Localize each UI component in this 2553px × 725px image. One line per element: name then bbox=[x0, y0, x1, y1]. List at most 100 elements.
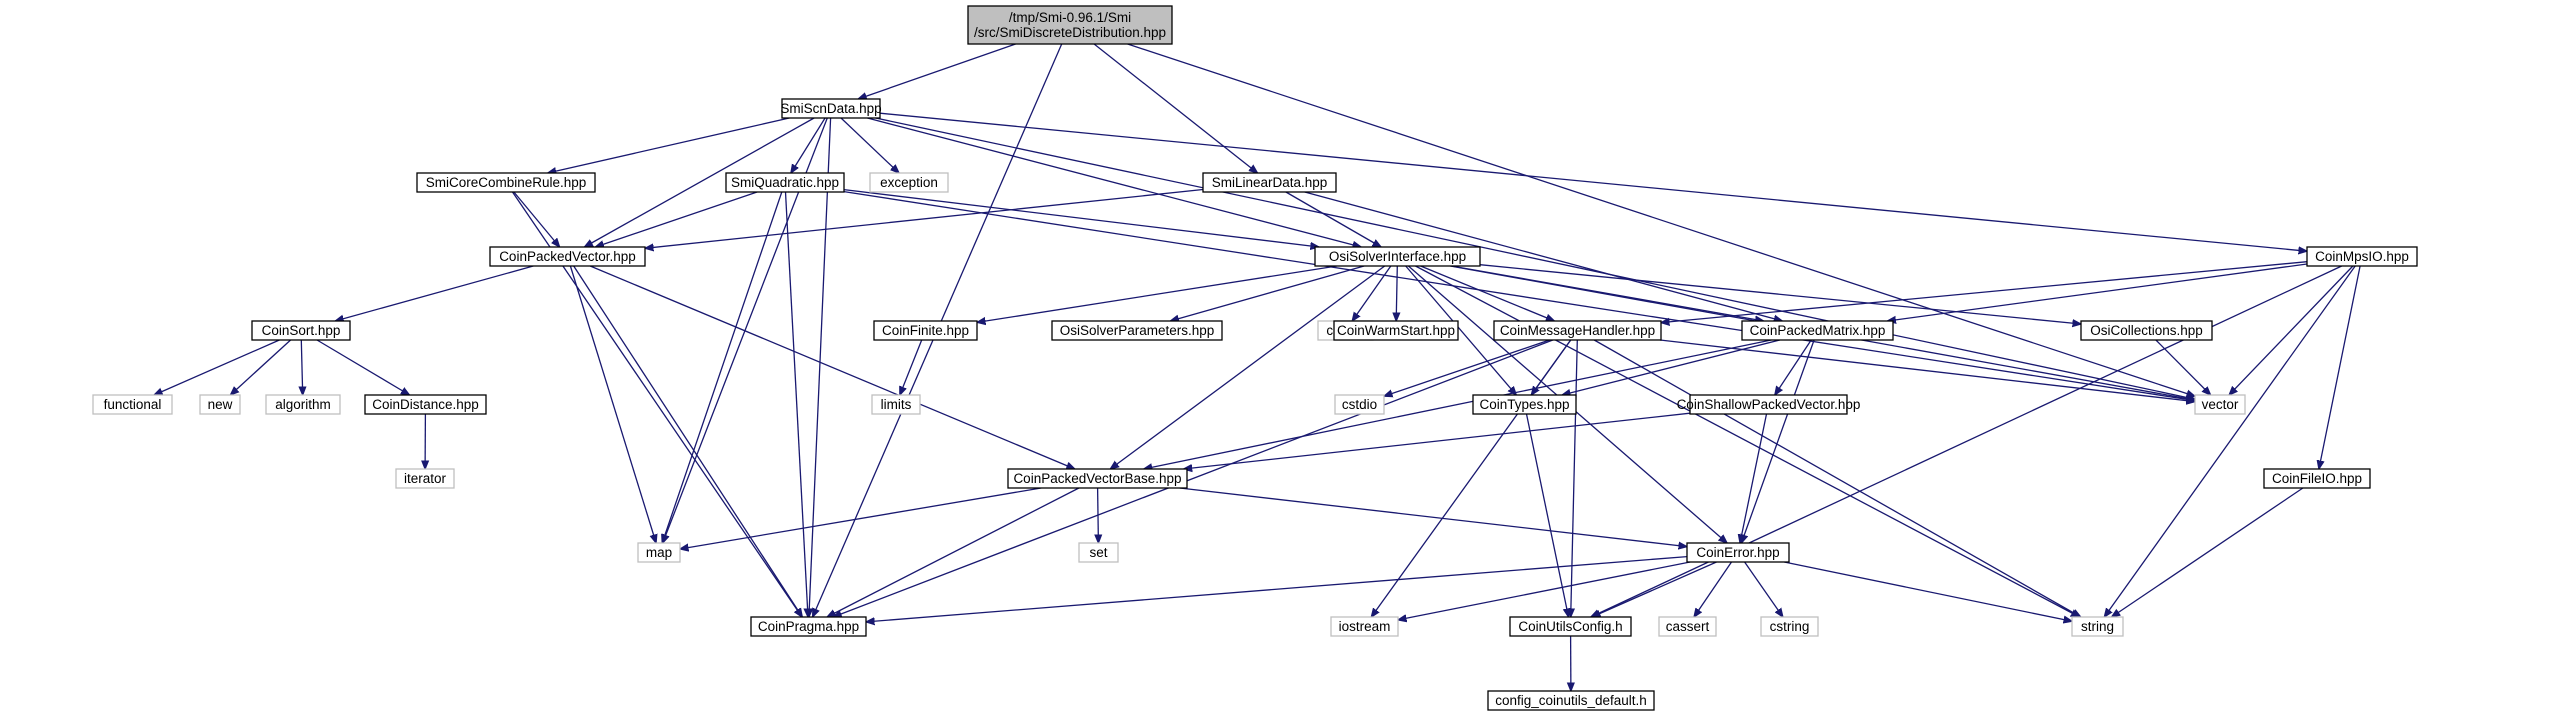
node-quadratic[interactable]: SmiQuadratic.hpp bbox=[725, 172, 845, 193]
node-root[interactable]: /tmp/Smi-0.96.1/Smi/src/SmiDiscreteDistr… bbox=[967, 5, 1173, 45]
node-box bbox=[1333, 320, 1459, 341]
node-label: OsiSolverParameters.hpp bbox=[1060, 323, 1215, 338]
edge-quadratic-to-osisolver bbox=[843, 188, 1319, 247]
edge-quadratic-to-packedvector bbox=[595, 191, 758, 247]
node-cstdio: cstdio bbox=[1334, 394, 1385, 415]
node-box bbox=[1051, 320, 1223, 341]
node-label: CoinSort.hpp bbox=[262, 323, 341, 338]
node-corecombine[interactable]: SmiCoreCombineRule.hpp bbox=[416, 172, 596, 193]
edge-finite-to-limits bbox=[900, 339, 923, 395]
node-collections[interactable]: OsiCollections.hpp bbox=[2080, 320, 2213, 341]
edge-scndata-to-vector bbox=[875, 117, 2195, 399]
edge-msghandler-to-string bbox=[1593, 339, 2081, 617]
edge-error-to-pragma bbox=[866, 555, 1688, 622]
node-types[interactable]: CoinTypes.hpp bbox=[1472, 394, 1577, 415]
node-pvbase[interactable]: CoinPackedVectorBase.hpp bbox=[1007, 468, 1188, 489]
node-exception: exception bbox=[869, 172, 949, 193]
edge-lineardata-to-osisolver bbox=[1285, 191, 1381, 247]
node-label: CoinShallowPackedVector.hpp bbox=[1677, 397, 1861, 412]
edge-packedmatrix-to-error bbox=[1741, 339, 1815, 543]
edge-osisolver-to-finite bbox=[977, 265, 1338, 322]
node-pragma[interactable]: CoinPragma.hpp bbox=[750, 616, 867, 637]
edge-mpsio-to-vector bbox=[2229, 265, 2354, 395]
edge-msghandler-to-vector bbox=[1659, 339, 2195, 402]
node-cstring: cstring bbox=[1760, 616, 1819, 637]
node-label: CoinPackedMatrix.hpp bbox=[1750, 323, 1886, 338]
node-label: SmiLinearData.hpp bbox=[1212, 175, 1328, 190]
node-packedmatrix[interactable]: CoinPackedMatrix.hpp bbox=[1741, 320, 1894, 341]
node-box bbox=[1007, 468, 1188, 489]
edge-osisolver-to-cstdlib bbox=[1352, 265, 1392, 321]
node-box bbox=[637, 542, 681, 563]
node-label: config_coinutils_default.h bbox=[1495, 693, 1647, 708]
edge-sort-to-algorithm bbox=[301, 339, 302, 395]
edge-osisolver-to-solverparams bbox=[1170, 265, 1365, 321]
node-sort[interactable]: CoinSort.hpp bbox=[251, 320, 351, 341]
edge-packedvector-to-map bbox=[569, 265, 656, 543]
node-solverparams[interactable]: OsiSolverParameters.hpp bbox=[1051, 320, 1223, 341]
node-osisolver[interactable]: OsiSolverInterface.hpp bbox=[1314, 246, 1481, 267]
node-algorithm: algorithm bbox=[265, 394, 341, 415]
node-lineardata[interactable]: SmiLinearData.hpp bbox=[1202, 172, 1337, 193]
edge-packedvector-to-pvbase bbox=[589, 265, 1075, 469]
node-label: CoinDistance.hpp bbox=[372, 397, 479, 412]
node-box bbox=[1487, 690, 1655, 711]
node-box bbox=[725, 172, 845, 193]
edge-msghandler-to-utilsconfig bbox=[1571, 339, 1578, 617]
node-box bbox=[2080, 320, 2213, 341]
node-warmstart[interactable]: CoinWarmStart.hpp bbox=[1333, 320, 1459, 341]
node-string: string bbox=[2071, 616, 2124, 637]
node-vector: vector bbox=[2194, 394, 2246, 415]
edge-msghandler-to-iostream bbox=[1371, 339, 1572, 617]
node-box bbox=[2071, 616, 2124, 637]
node-box bbox=[2194, 394, 2246, 415]
node-shallow[interactable]: CoinShallowPackedVector.hpp bbox=[1677, 394, 1861, 415]
node-label: new bbox=[208, 397, 233, 412]
node-functional: functional bbox=[92, 394, 173, 415]
edge-error-to-cassert bbox=[1694, 561, 1733, 617]
edge-mpsio-to-msghandler bbox=[1661, 261, 2308, 323]
node-box bbox=[2306, 246, 2418, 267]
node-utilsconfig[interactable]: CoinUtilsConfig.h bbox=[1509, 616, 1632, 637]
edge-sort-to-distance bbox=[316, 339, 410, 395]
edge-msghandler-to-pragma bbox=[833, 339, 1554, 617]
node-label: OsiSolverInterface.hpp bbox=[1329, 249, 1466, 264]
node-configdefault[interactable]: config_coinutils_default.h bbox=[1487, 690, 1655, 711]
edge-osisolver-to-pvbase bbox=[1110, 265, 1386, 469]
node-box bbox=[869, 172, 949, 193]
edge-mpsio-to-string bbox=[2104, 265, 2356, 617]
node-fileio[interactable]: CoinFileIO.hpp bbox=[2263, 468, 2371, 489]
node-mpsio[interactable]: CoinMpsIO.hpp bbox=[2306, 246, 2418, 267]
node-label: CoinMpsIO.hpp bbox=[2315, 249, 2409, 264]
edge-pvbase-to-set bbox=[1098, 487, 1099, 543]
edge-fileio-to-string bbox=[2112, 487, 2304, 617]
node-box bbox=[395, 468, 455, 489]
node-finite[interactable]: CoinFinite.hpp bbox=[873, 320, 978, 341]
node-label: cassert bbox=[1666, 619, 1710, 634]
edge-error-to-cstring bbox=[1744, 561, 1783, 617]
node-iostream: iostream bbox=[1330, 616, 1399, 637]
node-scndata[interactable]: SmiScnData.hpp bbox=[780, 98, 882, 119]
node-label: set bbox=[1089, 545, 1107, 560]
node-box bbox=[1760, 616, 1819, 637]
node-box bbox=[1689, 394, 1848, 415]
node-label: vector bbox=[2202, 397, 2239, 412]
edge-osisolver-to-collections bbox=[1479, 264, 2081, 324]
edge-packedmatrix-to-shallow bbox=[1775, 339, 1812, 395]
edge-scndata-to-packedvector bbox=[584, 117, 815, 247]
edge-scndata-to-quadratic bbox=[791, 117, 826, 173]
node-box bbox=[781, 98, 881, 119]
edge-lineardata-to-packedvector bbox=[645, 188, 1204, 249]
edge-shallow-to-error bbox=[1740, 413, 1768, 543]
node-msghandler[interactable]: CoinMessageHandler.hpp bbox=[1493, 320, 1662, 341]
node-label: SmiCoreCombineRule.hpp bbox=[426, 175, 587, 190]
node-label: iterator bbox=[404, 471, 447, 486]
node-packedvector[interactable]: CoinPackedVector.hpp bbox=[489, 246, 646, 267]
edge-packedmatrix-to-types bbox=[1562, 339, 1781, 395]
edge-packedvector-to-pragma bbox=[573, 265, 803, 617]
edge-root-to-scndata bbox=[858, 43, 1016, 99]
edge-osisolver-to-msghandler bbox=[1420, 265, 1555, 321]
node-error[interactable]: CoinError.hpp bbox=[1686, 542, 1790, 563]
node-distance[interactable]: CoinDistance.hpp bbox=[364, 394, 487, 415]
